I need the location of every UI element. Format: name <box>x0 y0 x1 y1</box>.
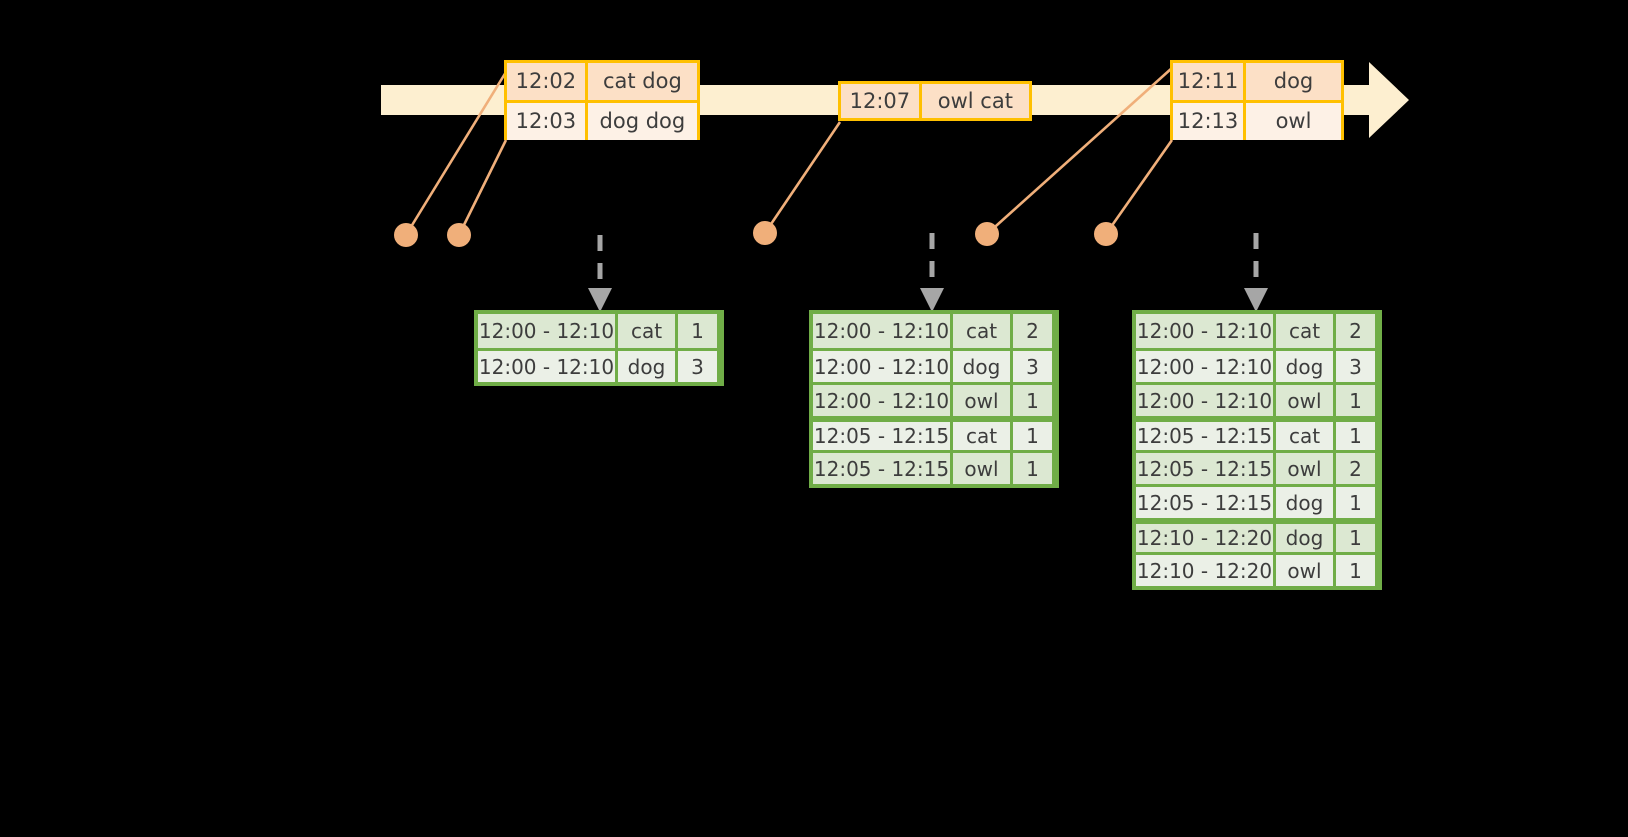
cell-count: 3 <box>1336 348 1375 382</box>
cell-word: owl <box>1276 552 1336 586</box>
event-dots <box>394 221 1118 247</box>
event-time: 12:11 <box>1173 63 1246 100</box>
event-words: cat dog <box>587 63 697 100</box>
cell-count: 2 <box>1336 314 1375 348</box>
event-time: 12:03 <box>507 103 588 140</box>
table-row[interactable]: 12:00 - 12:10 dog 3 <box>1136 348 1378 382</box>
cell-word: cat <box>1276 416 1336 450</box>
event-words: dog dog <box>587 103 697 140</box>
event-group-2[interactable]: 12:07 owl cat <box>838 81 1032 121</box>
event-words: owl cat <box>921 84 1029 118</box>
cell-word: owl <box>1276 450 1336 484</box>
table-row[interactable]: 12:00 - 12:10 dog 3 <box>813 348 1055 382</box>
event-row[interactable]: 12:11 dog <box>1173 63 1341 100</box>
result-table-2[interactable]: 12:00 - 12:10 cat 2 12:00 - 12:10 dog 3 … <box>809 310 1059 488</box>
cell-count: 1 <box>1013 416 1052 450</box>
event-row[interactable]: 12:07 owl cat <box>841 84 1029 118</box>
table-row[interactable]: 12:00 - 12:10 cat 2 <box>1136 314 1378 348</box>
event-time: 12:13 <box>1173 103 1246 140</box>
emit-arrow-2 <box>920 233 944 312</box>
event-dot-3 <box>753 221 777 245</box>
event-row[interactable]: 12:03 dog dog <box>507 100 697 140</box>
cell-word: owl <box>1276 382 1336 416</box>
table-row[interactable]: 12:00 - 12:10 cat 2 <box>813 314 1055 348</box>
cell-word: cat <box>618 314 678 348</box>
emit-arrow-1 <box>588 235 612 312</box>
cell-window: 12:05 - 12:15 <box>813 416 953 450</box>
event-group-3[interactable]: 12:11 dog 12:13 owl <box>1170 60 1344 140</box>
table-row[interactable]: 12:10 - 12:20 dog 1 <box>1136 518 1378 552</box>
table-row[interactable]: 12:05 - 12:15 owl 1 <box>813 450 1055 484</box>
cell-count: 1 <box>1336 552 1375 586</box>
cell-count: 1 <box>1336 416 1375 450</box>
result-table-1[interactable]: 12:00 - 12:10 cat 1 12:00 - 12:10 dog 3 <box>474 310 724 386</box>
cell-window: 12:00 - 12:10 <box>478 314 618 348</box>
cell-window: 12:05 - 12:15 <box>1136 416 1276 450</box>
table-row[interactable]: 12:00 - 12:10 owl 1 <box>813 382 1055 416</box>
table-row[interactable]: 12:05 - 12:15 cat 1 <box>1136 416 1378 450</box>
table-row[interactable]: 12:10 - 12:20 owl 1 <box>1136 552 1378 586</box>
cell-window: 12:00 - 12:10 <box>478 348 618 382</box>
connector-line-3 <box>763 121 842 234</box>
connector-line-2 <box>457 139 508 236</box>
cell-window: 12:10 - 12:20 <box>1136 518 1276 552</box>
table-row[interactable]: 12:05 - 12:15 owl 2 <box>1136 450 1378 484</box>
cell-window: 12:05 - 12:15 <box>1136 484 1276 518</box>
cell-window: 12:00 - 12:10 <box>1136 314 1276 348</box>
table-row[interactable]: 12:00 - 12:10 dog 3 <box>478 348 720 382</box>
emit-arrows <box>588 233 1268 312</box>
cell-count: 3 <box>1013 348 1052 382</box>
cell-count: 1 <box>1013 382 1052 416</box>
cell-window: 12:05 - 12:15 <box>1136 450 1276 484</box>
event-time: 12:02 <box>507 63 588 100</box>
cell-window: 12:00 - 12:10 <box>1136 348 1276 382</box>
event-dot-4 <box>975 222 999 246</box>
cell-count: 2 <box>1013 314 1052 348</box>
cell-count: 1 <box>678 314 717 348</box>
cell-word: owl <box>953 382 1013 416</box>
cell-window: 12:00 - 12:10 <box>813 348 953 382</box>
event-row[interactable]: 12:02 cat dog <box>507 63 697 100</box>
cell-count: 3 <box>678 348 717 382</box>
result-table-3[interactable]: 12:00 - 12:10 cat 2 12:00 - 12:10 dog 3 … <box>1132 310 1382 590</box>
cell-count: 1 <box>1013 450 1052 484</box>
cell-word: cat <box>1276 314 1336 348</box>
cell-window: 12:05 - 12:15 <box>813 450 953 484</box>
cell-count: 2 <box>1336 450 1375 484</box>
cell-word: cat <box>953 314 1013 348</box>
table-row[interactable]: 12:05 - 12:15 dog 1 <box>1136 484 1378 518</box>
event-dot-1 <box>394 223 418 247</box>
cell-word: dog <box>618 348 678 382</box>
cell-word: dog <box>1276 348 1336 382</box>
connector-line-1 <box>404 71 508 236</box>
cell-window: 12:00 - 12:10 <box>813 382 953 416</box>
event-dot-2 <box>447 223 471 247</box>
table-row[interactable]: 12:05 - 12:15 cat 1 <box>813 416 1055 450</box>
connector-line-5 <box>1104 139 1174 235</box>
event-row[interactable]: 12:13 owl <box>1173 100 1341 140</box>
event-dot-5 <box>1094 222 1118 246</box>
cell-word: owl <box>953 450 1013 484</box>
cell-count: 1 <box>1336 382 1375 416</box>
cell-word: dog <box>1276 518 1336 552</box>
cell-window: 12:00 - 12:10 <box>813 314 953 348</box>
cell-word: dog <box>1276 484 1336 518</box>
event-time: 12:07 <box>841 84 922 118</box>
event-group-1[interactable]: 12:02 cat dog 12:03 dog dog <box>504 60 700 140</box>
event-words: dog <box>1246 63 1341 100</box>
table-row[interactable]: 12:00 - 12:10 owl 1 <box>1136 382 1378 416</box>
event-words: owl <box>1246 103 1341 140</box>
cell-word: cat <box>953 416 1013 450</box>
emit-arrow-3 <box>1244 233 1268 312</box>
cell-count: 1 <box>1336 518 1375 552</box>
cell-count: 1 <box>1336 484 1375 518</box>
cell-window: 12:10 - 12:20 <box>1136 552 1276 586</box>
table-row[interactable]: 12:00 - 12:10 cat 1 <box>478 314 720 348</box>
cell-window: 12:00 - 12:10 <box>1136 382 1276 416</box>
cell-word: dog <box>953 348 1013 382</box>
